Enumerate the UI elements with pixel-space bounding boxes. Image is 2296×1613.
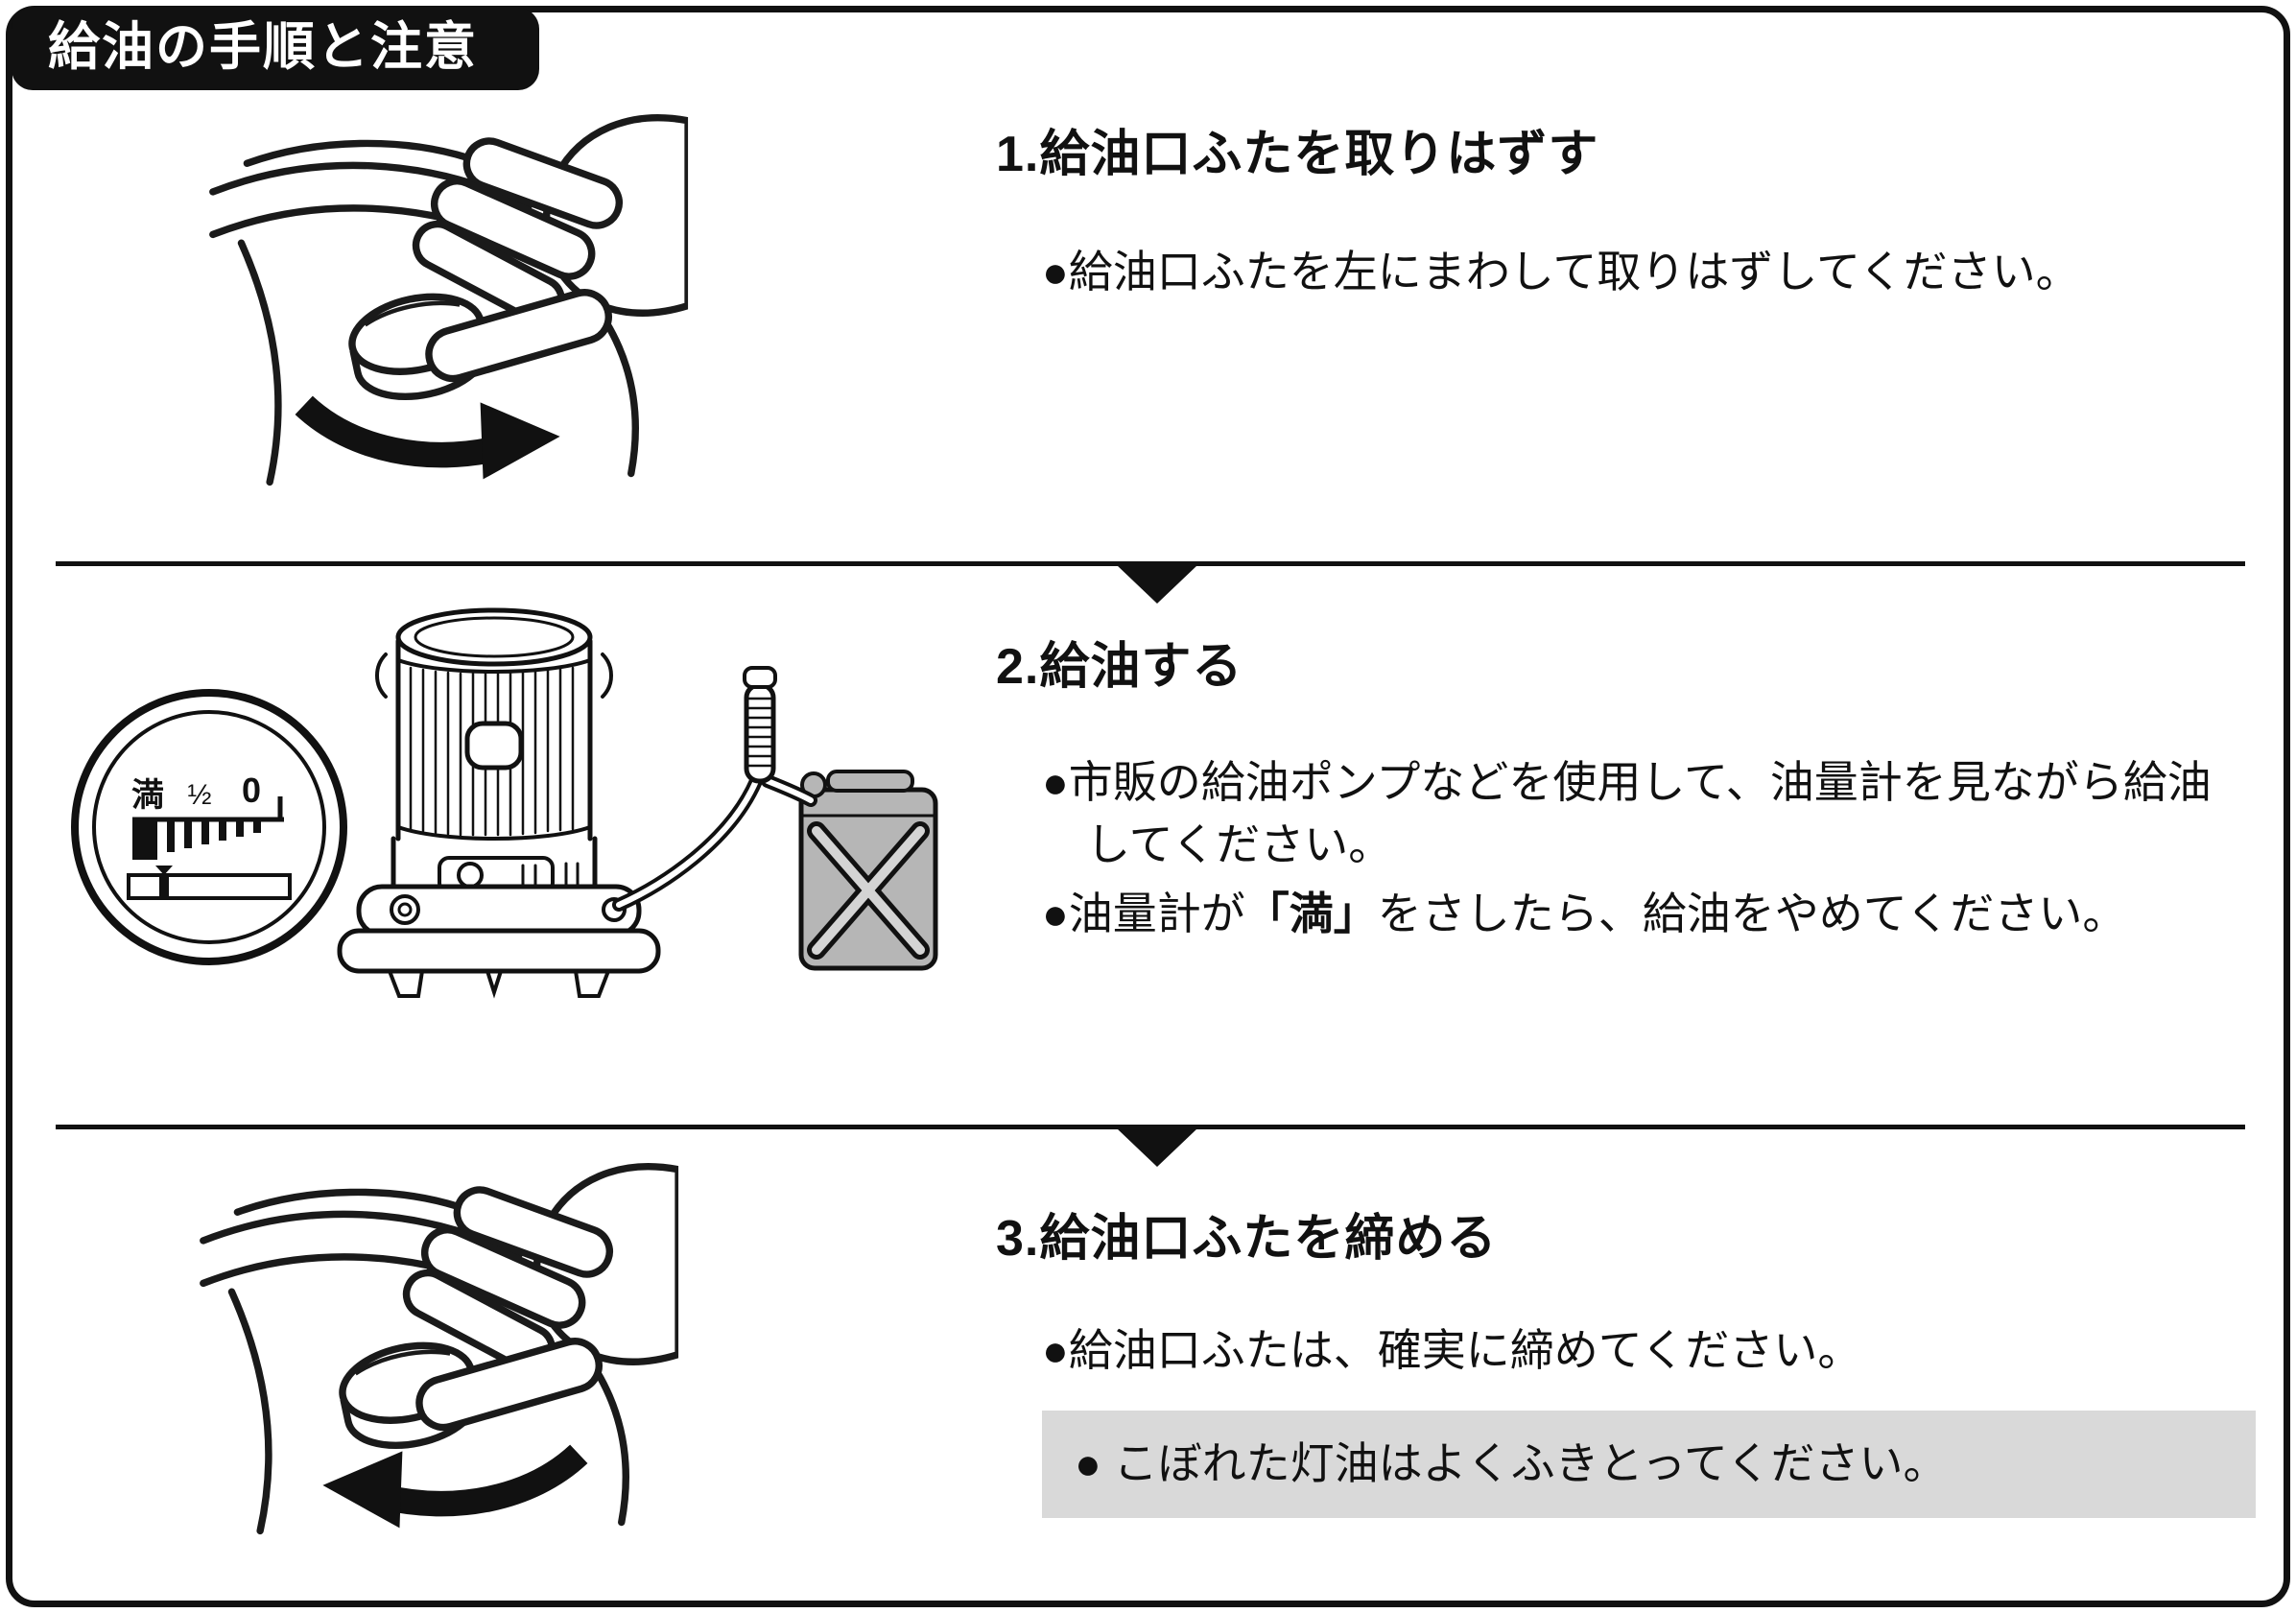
down-arrow-icon-2 [1117, 1128, 1197, 1167]
step-2-bullet-2-prefix: ●油量計が [1042, 888, 1245, 938]
kerosene-can [798, 770, 938, 971]
divider-2 [56, 1125, 2245, 1129]
step-2-bullet-2-suffix: をさしたら、給油をやめてください。 [1377, 888, 2127, 938]
illustration-tighten-cap [187, 1150, 686, 1562]
spilled-kerosene-note: ● こぼれた灯油はよくふきとってください。 [1042, 1411, 2256, 1519]
gauge-pointer-icon [155, 866, 173, 875]
step-2-title: 2.給油する [996, 639, 1243, 695]
pump-handle [743, 666, 777, 689]
step-1-bullet: ●給油口ふたを左にまわして取りはずしてください。 [1042, 247, 2080, 297]
turn-right-arrowhead-icon [480, 402, 560, 480]
heater-window [464, 721, 524, 771]
down-arrow-icon-1 [1117, 565, 1197, 604]
step-2-bullet-2-full-word: 「満」 [1244, 888, 1378, 938]
turn-arrow-curve [295, 395, 504, 468]
turn-arrow-curve [379, 1444, 588, 1517]
step-3: 3.給油口ふたを締める ●給油口ふたは、確実に締めてください。 ● こぼれた灯油… [996, 1198, 2272, 1519]
siphon-pump [612, 666, 817, 912]
step-2: 2.給油する ●市販の給油ポンプなどを使用して、油量計を見ながら給油してください… [996, 626, 2224, 945]
gauge-full-block [132, 819, 157, 860]
step-1-title: 1.給油口ふたを取りはずす [996, 127, 1599, 182]
step-3-bullet: ●給油口ふたは、確実に締めてください。 [1042, 1325, 1862, 1375]
illustration-remove-cap [197, 101, 696, 513]
gauge-half-label: ½ [187, 779, 211, 811]
step-2-bullet-1: ●市販の給油ポンプなどを使用して、油量計を見ながら給油してください。 [1042, 757, 2212, 870]
divider-1 [56, 561, 2245, 566]
gauge-level-bar [127, 873, 292, 900]
heater-base [356, 884, 642, 937]
step-1: 1.給油口ふたを取りはずす ●給油口ふたを左にまわして取りはずしてください。 [996, 113, 2272, 303]
fuel-gauge-illustration: 満 ½ 0 [71, 689, 347, 965]
step-2-bullet-2: ●油量計が「満」をさしたら、給油をやめてください。 [1042, 883, 2224, 945]
gauge-zero-label: 0 [242, 771, 261, 810]
turn-left-arrowhead-icon [322, 1451, 403, 1529]
gauge-full-label: 満 [131, 777, 164, 814]
page-title: 給油の手順と注意 [12, 8, 539, 90]
can-handle [826, 770, 914, 793]
step-3-title: 3.給油口ふたを締める [996, 1211, 1498, 1267]
illustration-refueling-heater [337, 607, 938, 999]
